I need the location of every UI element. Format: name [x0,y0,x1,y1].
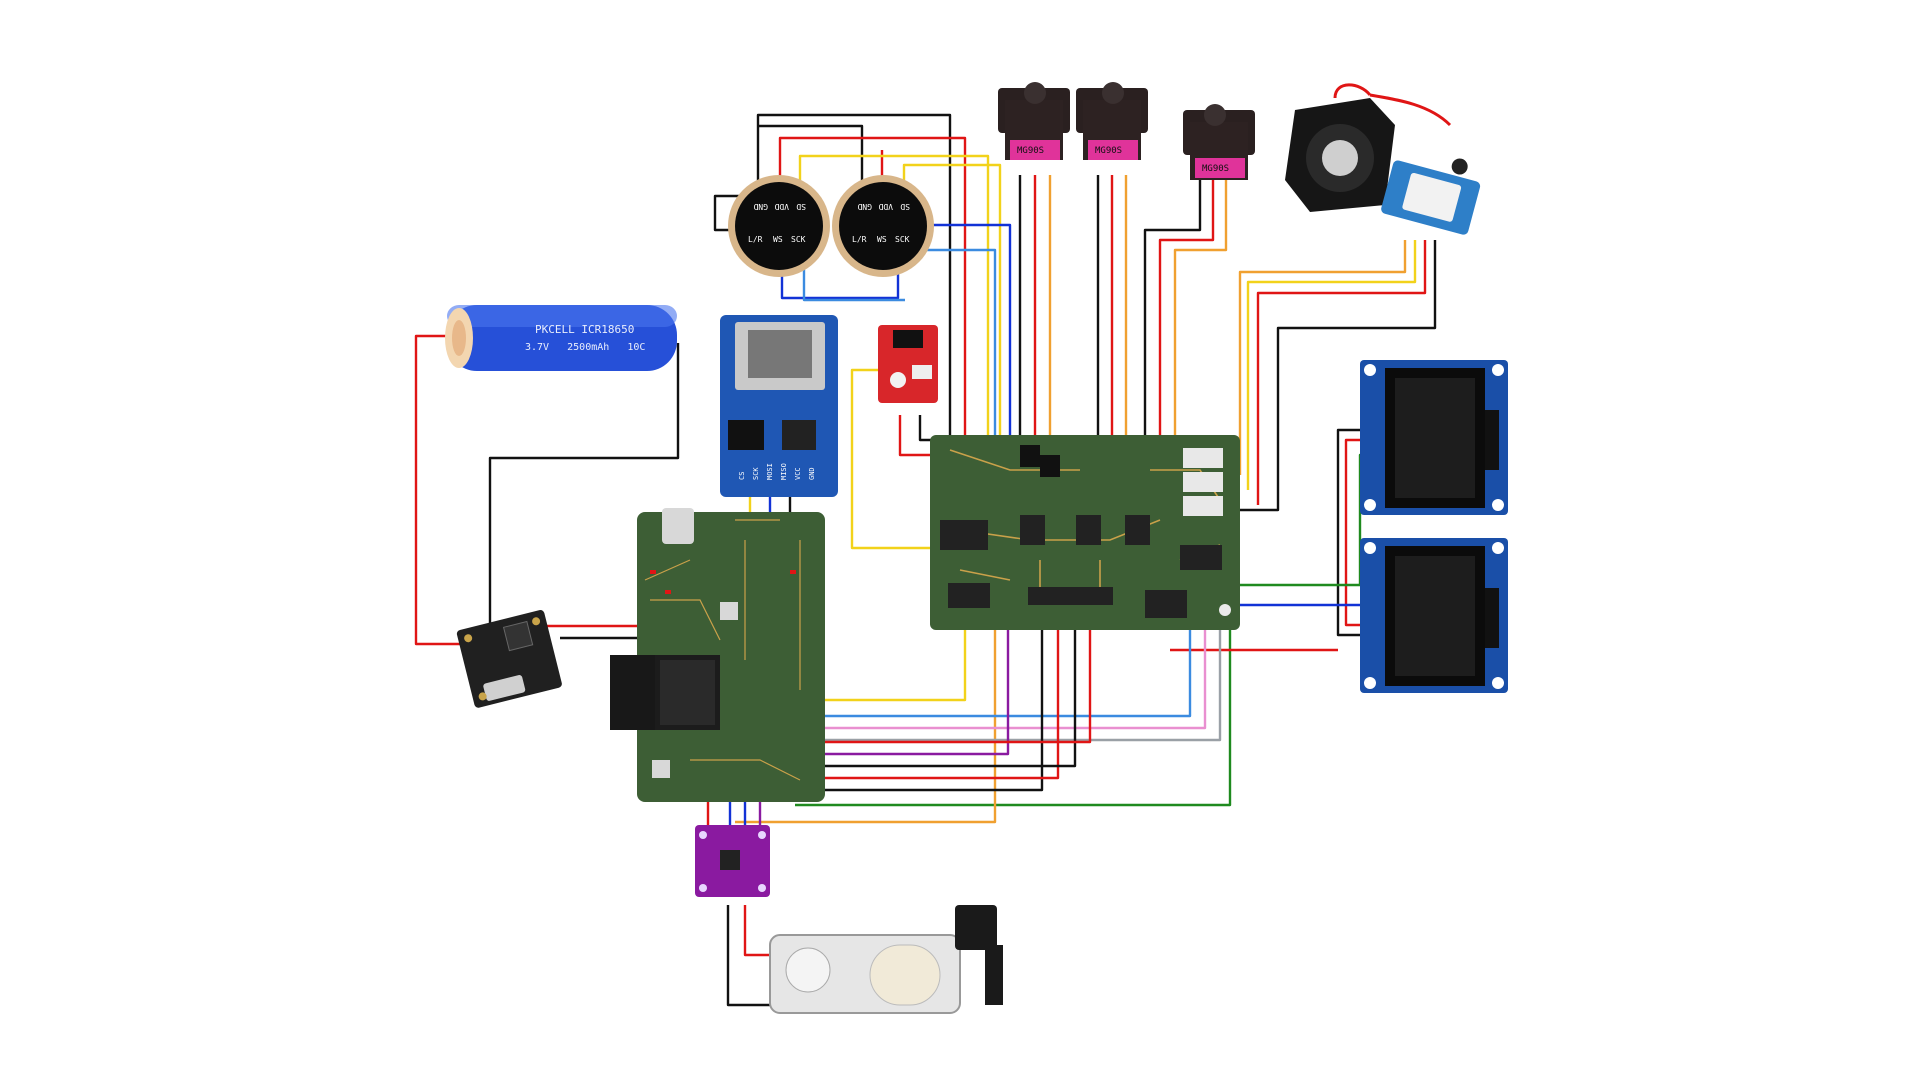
touch-sensor-module [878,325,938,403]
svg-text:VCC: VCC [794,467,802,480]
battery-brand: PKCELL ICR18650 [535,323,634,336]
wire-amp-yellow [1246,240,1417,490]
wire-touch-yellow [850,368,955,550]
servo-1: MG90S [998,82,1070,160]
i2s-amp-module [695,825,770,897]
mic2-pin-gnd: GND [857,202,872,211]
oled-display-1 [1360,360,1508,515]
wire-battery-negative [488,343,680,632]
wire-esp-purple [820,600,1010,756]
wire-esp-black-1 [820,600,1044,792]
amp-module [1381,158,1481,235]
mic2-pin-sd: SD [900,202,910,211]
mic1-pin-sd: SD [796,202,806,211]
wire-esp-red-2 [820,600,1092,744]
mic2-pin-lr: L/R [852,235,867,244]
servo-1-label: MG90S [1017,146,1044,156]
wire-oled-red [1344,438,1373,627]
wire-mic-sd-yellow [798,154,990,530]
mic2-pin-sck: SCK [895,235,910,244]
speaker-box [1285,83,1452,212]
mic1-pin-lr: L/R [748,235,763,244]
svg-text:GND: GND [808,467,816,480]
svg-text:CS: CS [738,472,746,480]
small-speaker [769,905,1003,1014]
svg-text:MISO: MISO [780,463,788,480]
battery-spec: 3.7V 2500mAh 10C [525,342,645,353]
wire-servo3-red [1158,178,1215,548]
microphone-1: GND VDD SD L/R WS SCK [728,175,830,277]
oled-display-2 [1360,538,1508,693]
mic1-pin-vdd: VDD [774,202,789,211]
microphone-2: GND VDD SD L/R WS SCK [832,175,934,277]
wire-mic-vdd-red [778,136,967,500]
sd-pin-labels: CS SCK MOSI MISO VCC GND [738,463,816,480]
mic1-pin-sck: SCK [791,235,806,244]
mic1-pin-ws: WS [773,235,783,244]
charger-module [456,610,562,708]
sd-card-module: CS SCK MOSI MISO VCC GND [720,315,838,497]
wire-battery-positive [414,334,468,646]
mic2-pin-vdd: VDD [878,202,893,211]
svg-text:SCK: SCK [752,467,760,480]
wire-amp-orange [1238,240,1407,475]
svg-text:MOSI: MOSI [766,463,774,480]
wire-esp-pink [760,590,1207,730]
wire-servo3-black [1143,178,1202,548]
wire-esp-grey [770,590,1222,742]
servo-3: MG90S [1183,104,1255,180]
wire-oled-black [1336,428,1373,637]
wire-mic-lr-black [713,194,740,232]
wire-mic-gnd-black [756,113,952,500]
servo-3-label: MG90S [1202,164,1229,174]
wire-esp-black-2 [820,600,1077,768]
power-distribution-board [930,435,1240,630]
wire-esp-lightblue [735,590,1192,718]
battery-18650: PKCELL ICR18650 3.7V 2500mAh 10C [445,305,677,371]
esp32-board [610,508,825,802]
wire-mic-gnd-black-2 [758,124,864,195]
servo-2: MG90S [1076,82,1148,160]
wire-servo3-orange [1173,178,1228,548]
mic1-pin-gnd: GND [753,202,768,211]
wire-esp-orange [735,590,997,824]
mic2-pin-ws: WS [877,235,887,244]
wire-amp-black [1240,240,1437,512]
wire-amp-red [1256,240,1427,505]
wire-esp-red-1 [820,600,1060,780]
servo-2-label: MG90S [1095,146,1122,156]
